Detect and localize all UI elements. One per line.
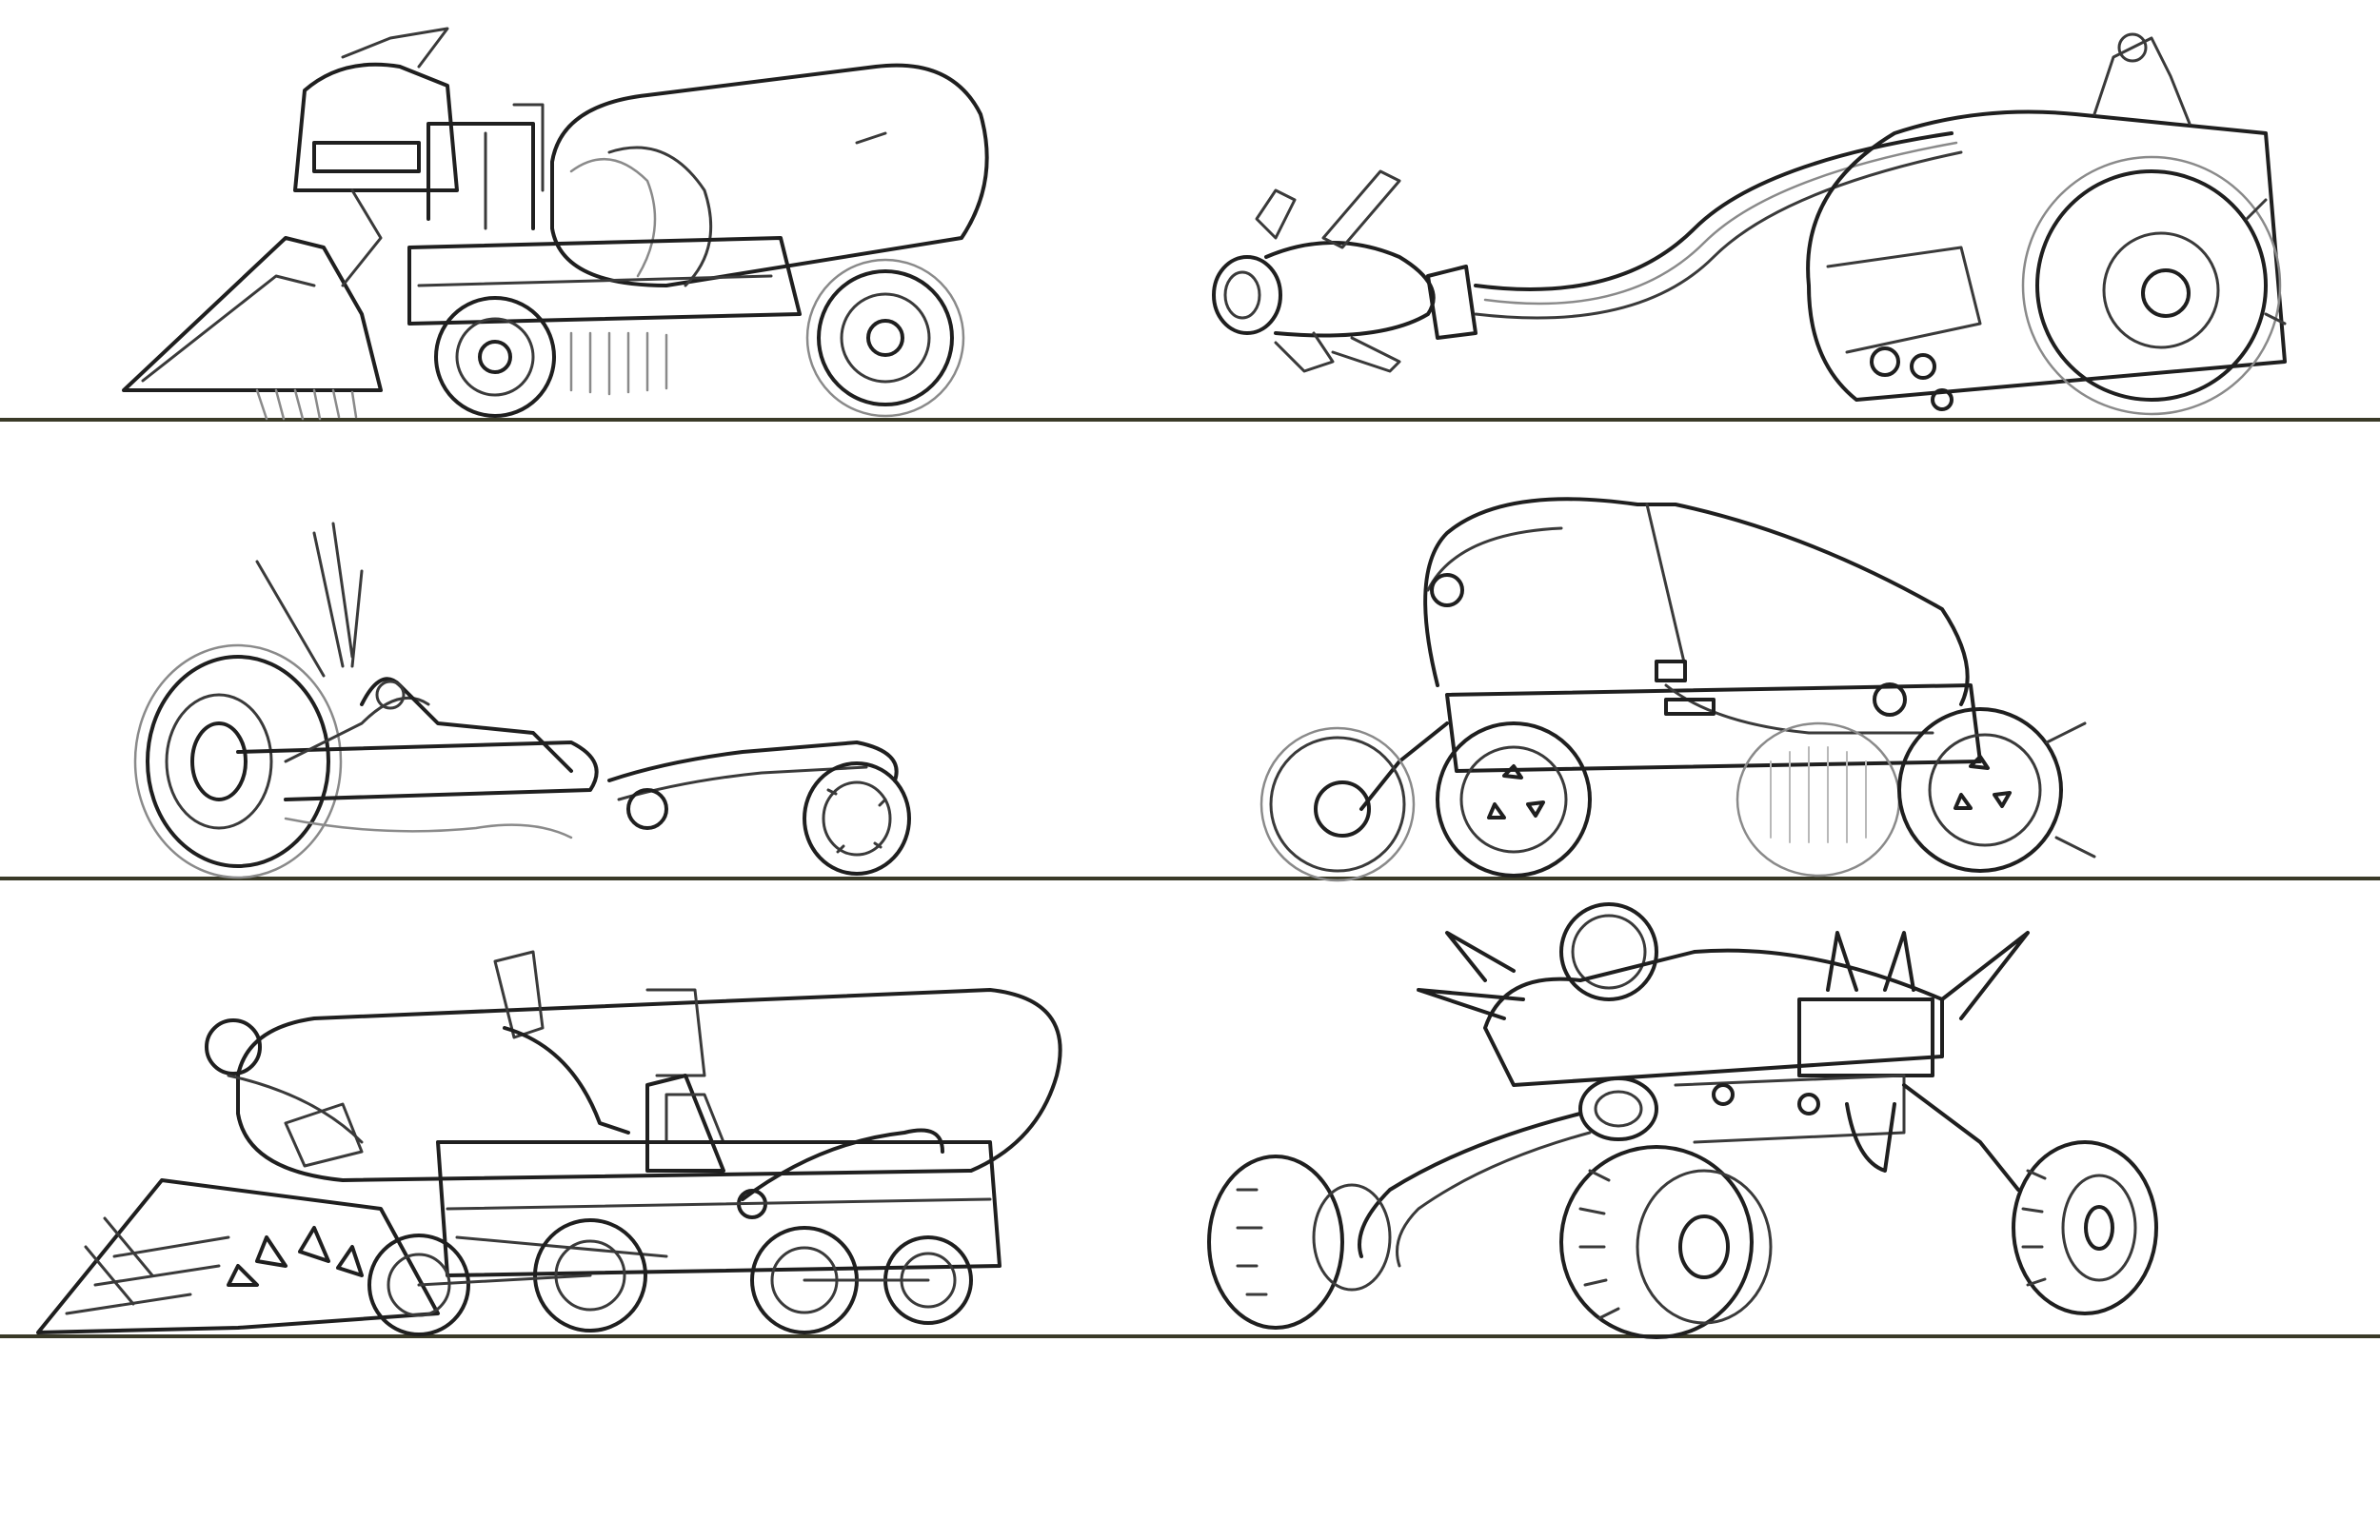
vehicle-sketch-cannon-tow-wheel (1212, 32, 2287, 416)
vehicle-sketch-long-tanker-harvester (36, 950, 1062, 1336)
vehicle-sketch-harvester-cab-tanker (122, 27, 989, 421)
vehicle-sketch-spiked-off-road-rover (1207, 902, 2158, 1339)
vehicle-sketch-walker-buggy (1259, 497, 2096, 882)
vehicle-sketch-recumbent-trike (133, 522, 911, 879)
